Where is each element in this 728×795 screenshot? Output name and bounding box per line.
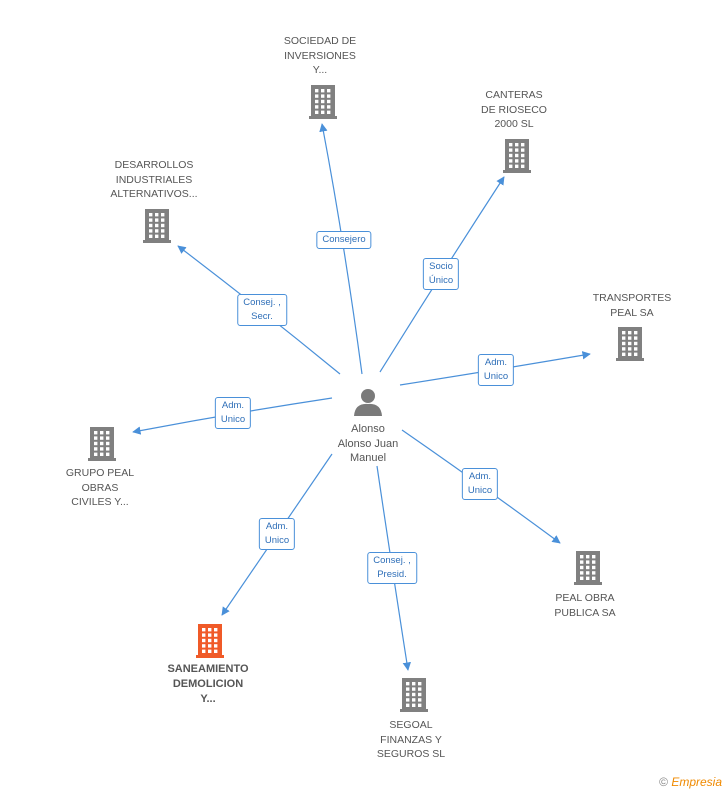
company-label-line: FINANZAS Y	[380, 733, 442, 746]
edge-label-line: Unico	[483, 371, 509, 382]
building-icon-grupo[interactable]	[88, 427, 116, 461]
edge-label-line: Unico	[467, 485, 493, 496]
edge-label-line: Adm.	[221, 400, 245, 411]
company-label-sociedad[interactable]: SOCIEDAD DE INVERSIONES Y...	[255, 34, 385, 78]
company-label-line: SEGOAL	[389, 719, 433, 731]
edge-label-sociedad[interactable]: Consejero	[316, 231, 372, 249]
edge-label-transportes[interactable]: Adm. Unico	[477, 354, 515, 386]
building-icon-segoal[interactable]	[400, 678, 428, 712]
company-label-line: CANTERAS	[485, 89, 543, 101]
edge-label-line: Único	[428, 275, 454, 286]
company-label-grupo[interactable]: GRUPO PEAL OBRAS CIVILES Y...	[35, 466, 165, 510]
building-icon-saneamiento[interactable]	[196, 624, 224, 658]
edge-label-line: Consej. ,	[373, 555, 411, 566]
person-name-line: Alonso Juan	[337, 437, 399, 450]
company-label-canteras[interactable]: CANTERAS DE RIOSECO 2000 SL	[449, 88, 579, 132]
building-icon-sociedad[interactable]	[309, 85, 337, 119]
edge-label-line: Consej. ,	[243, 297, 281, 308]
building-icon-canteras[interactable]	[503, 139, 531, 173]
company-label-line: INVERSIONES	[284, 49, 356, 62]
company-label-segoal[interactable]: SEGOAL FINANZAS Y SEGUROS SL	[346, 718, 476, 762]
company-label-line: PEAL SA	[610, 306, 654, 319]
company-label-pealobra[interactable]: PEAL OBRA PUBLICA SA	[520, 591, 650, 620]
copyright-symbol: ©	[659, 775, 668, 789]
company-label-line: Y...	[312, 64, 328, 76]
company-label-desarrollos[interactable]: DESARROLLOS INDUSTRIALES ALTERNATIVOS...	[89, 158, 219, 202]
building-icon-transportes[interactable]	[616, 327, 644, 361]
company-label-line: 2000 SL	[494, 118, 534, 130]
edge-label-desarrollos[interactable]: Consej. , Secr.	[237, 294, 287, 326]
edge-label-line: Secr.	[251, 311, 273, 322]
company-label-line: OBRAS	[81, 481, 119, 494]
edge-label-line: Adm.	[468, 471, 492, 482]
company-label-line: PEAL OBRA	[555, 592, 615, 604]
footer-brand[interactable]: © Empresia	[659, 775, 722, 789]
edge-label-line: Presid.	[377, 569, 407, 580]
edge-line-sociedad	[319, 123, 363, 375]
edge-label-line: Adm.	[265, 521, 289, 532]
edge-label-line: Unico	[264, 535, 290, 546]
edge-label-saneamiento[interactable]: Adm. Unico	[258, 518, 296, 550]
building-icon-desarrollos[interactable]	[143, 209, 171, 243]
company-label-line: CIVILES Y...	[71, 496, 129, 508]
edge-label-pealobra[interactable]: Adm. Unico	[461, 468, 499, 500]
edge-label-segoal[interactable]: Consej. , Presid.	[367, 552, 417, 584]
company-label-line: DEMOLICION	[172, 678, 244, 690]
building-icon-pealobra[interactable]	[574, 551, 602, 585]
edge-label-line: Adm.	[484, 357, 508, 368]
company-label-line: GRUPO PEAL	[65, 467, 135, 479]
company-label-line: Y...	[200, 693, 216, 705]
company-label-line: SOCIEDAD DE	[283, 35, 357, 47]
person-icon[interactable]	[354, 389, 382, 416]
edge-label-line: Unico	[220, 414, 246, 425]
company-label-line: TRANSPORTES	[592, 292, 672, 304]
company-label-line: INDUSTRIALES	[115, 173, 193, 186]
company-label-line: DESARROLLOS	[114, 159, 194, 171]
company-label-line: SEGUROS SL	[376, 748, 446, 760]
company-label-line: PUBLICA SA	[554, 606, 616, 619]
edge-label-grupo[interactable]: Adm. Unico	[214, 397, 252, 429]
company-label-saneamiento[interactable]: SANEAMIENTO DEMOLICION Y...	[143, 662, 273, 707]
company-label-line: DE RIOSECO	[481, 103, 547, 116]
company-label-line: SANEAMIENTO	[167, 663, 249, 675]
edge-label-line: Socio	[429, 261, 453, 272]
company-label-transportes[interactable]: TRANSPORTES PEAL SA	[567, 291, 697, 320]
person-name-line: Manuel	[349, 452, 387, 464]
company-label-line: ALTERNATIVOS...	[110, 188, 198, 200]
edge-label-line: Consejero	[322, 234, 366, 245]
brand-name: Empresia	[671, 775, 722, 789]
person-name-line: Alonso	[351, 423, 385, 435]
